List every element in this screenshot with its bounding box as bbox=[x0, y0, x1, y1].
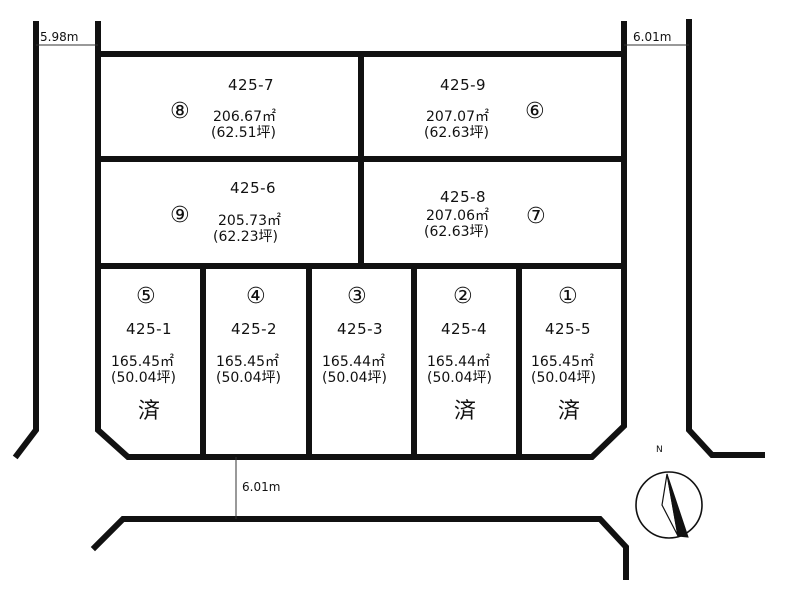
block-border bbox=[95, 21, 627, 460]
lot-number: 425-4 bbox=[441, 320, 487, 338]
lot-number: 425-5 bbox=[545, 320, 591, 338]
lot-1: ① 425-5 165.45㎡ (50.04坪) 済 bbox=[531, 284, 596, 424]
lot-9: 425-6 ⑨ 205.73㎡ (62.23坪) bbox=[170, 179, 281, 245]
lot-number: 425-7 bbox=[228, 76, 274, 94]
lot-tsubo: (62.23坪) bbox=[213, 229, 278, 245]
lot-area: 165.45㎡ bbox=[111, 354, 174, 370]
lot-circle-number: ③ bbox=[347, 284, 367, 309]
lot-circle-number: ⑥ bbox=[525, 99, 545, 124]
lot-circle-number: ① bbox=[558, 284, 578, 309]
lot-circle-number: ② bbox=[453, 284, 473, 309]
sold-mark: 済 bbox=[138, 399, 160, 424]
road-dimensions: 5.98m 6.01m 6.01m bbox=[36, 30, 689, 519]
compass-needle-right bbox=[666, 473, 689, 538]
lot-circle-number: ④ bbox=[246, 284, 266, 309]
lot-tsubo: (62.51坪) bbox=[211, 125, 276, 141]
block-outline bbox=[95, 21, 627, 460]
left-road-width: 5.98m bbox=[40, 30, 78, 44]
bottom-road-width: 6.01m bbox=[242, 480, 280, 494]
lot-area: 206.67㎡ bbox=[213, 109, 276, 125]
lot-tsubo: (50.04坪) bbox=[322, 370, 387, 386]
lot-number: 425-1 bbox=[126, 320, 172, 338]
right-road-edge bbox=[686, 19, 765, 458]
lot-area: 207.06㎡ bbox=[426, 208, 489, 224]
north-arrow-icon: N bbox=[635, 445, 703, 539]
north-label: N bbox=[656, 445, 663, 455]
lot-tsubo: (62.63坪) bbox=[424, 224, 489, 240]
lot-tsubo: (50.04坪) bbox=[216, 370, 281, 386]
lot-tsubo: (50.04坪) bbox=[427, 370, 492, 386]
sold-mark: 済 bbox=[558, 399, 580, 424]
lot-3: ③ 425-3 165.44㎡ (50.04坪) bbox=[322, 284, 387, 386]
compass-circle bbox=[635, 471, 703, 539]
lot-tsubo: (50.04坪) bbox=[111, 370, 176, 386]
lot-8: 425-7 ⑧ 206.67㎡ (62.51坪) bbox=[170, 76, 276, 141]
lot-area: 165.44㎡ bbox=[427, 354, 490, 370]
lot-4: ④ 425-2 165.45㎡ (50.04坪) bbox=[216, 284, 281, 386]
lot-area: 165.45㎡ bbox=[216, 354, 279, 370]
lot-6: 425-9 207.07㎡ (62.63坪) ⑥ bbox=[424, 76, 545, 141]
lot-number: 425-8 bbox=[440, 188, 486, 206]
lot-circle-number: ⑦ bbox=[526, 204, 546, 229]
lot-number: 425-2 bbox=[231, 320, 277, 338]
lot-area: 165.44㎡ bbox=[322, 354, 385, 370]
lot-5: ⑤ 425-1 165.45㎡ (50.04坪) 済 bbox=[111, 284, 176, 424]
lot-tsubo: (62.63坪) bbox=[424, 125, 489, 141]
lot-tsubo: (50.04坪) bbox=[531, 370, 596, 386]
lot-area: 207.07㎡ bbox=[426, 109, 489, 125]
lot-7: 425-8 207.06㎡ (62.63坪) ⑦ bbox=[424, 188, 546, 240]
lot-2: ② 425-4 165.44㎡ (50.04坪) 済 bbox=[427, 284, 492, 424]
lot-circle-number: ⑨ bbox=[170, 203, 190, 228]
right-road-width: 6.01m bbox=[633, 30, 671, 44]
left-road-edge bbox=[12, 21, 39, 460]
lot-number: 425-9 bbox=[440, 76, 486, 94]
lot-circle-number: ⑧ bbox=[170, 99, 190, 124]
lot-number: 425-6 bbox=[230, 179, 276, 197]
lot-area: 165.45㎡ bbox=[531, 354, 594, 370]
sold-mark: 済 bbox=[454, 399, 476, 424]
lot-circle-number: ⑤ bbox=[136, 284, 156, 309]
lot-number: 425-3 bbox=[337, 320, 383, 338]
lot-area: 205.73㎡ bbox=[218, 213, 281, 229]
road-boundaries bbox=[12, 19, 765, 580]
bottom-road-edge bbox=[90, 516, 629, 580]
